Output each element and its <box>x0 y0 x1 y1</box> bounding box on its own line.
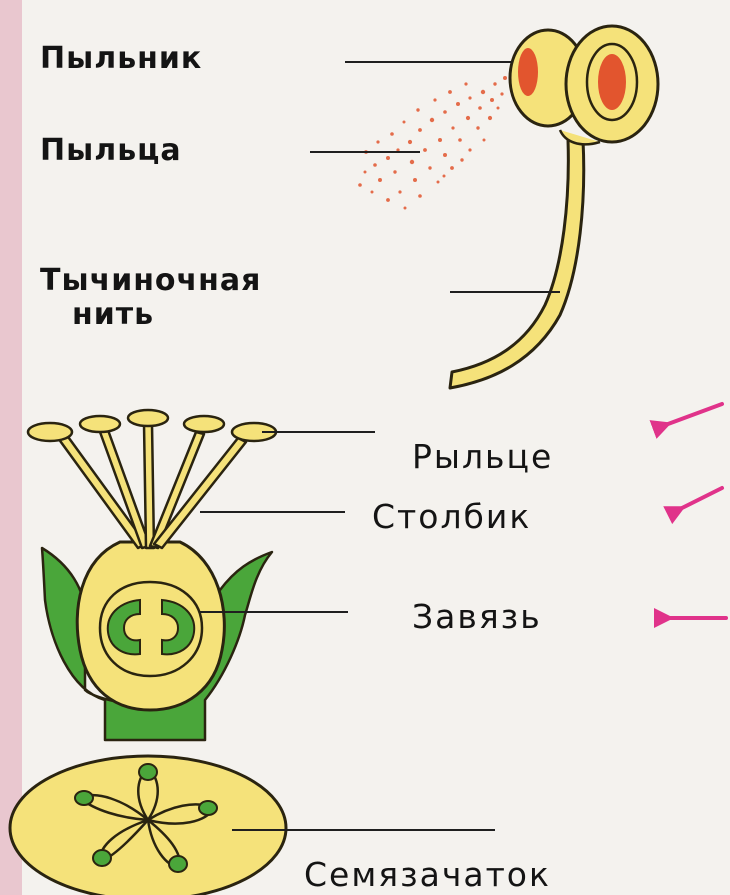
stamen-illustration <box>358 26 658 388</box>
label-ovule: Семязачаток <box>304 858 551 891</box>
label-style: Столбик <box>372 500 531 533</box>
ovary-cross-section <box>10 756 286 895</box>
arrow-stigma <box>668 404 722 424</box>
pistil-illustration <box>28 410 276 740</box>
label-filament-line2: нить <box>72 300 154 330</box>
label-ovary: Завязь <box>412 600 542 633</box>
label-filament-line1: Тычиночная <box>40 266 261 296</box>
label-pollen: Пыльца <box>40 136 182 166</box>
styles <box>58 424 246 548</box>
pollen-grains <box>358 76 507 210</box>
highlight-arrows <box>668 404 726 618</box>
label-anther: Пыльник <box>40 44 202 74</box>
arrow-style <box>682 488 722 508</box>
filament-shape <box>450 140 584 388</box>
label-stigma: Рыльце <box>412 440 553 473</box>
